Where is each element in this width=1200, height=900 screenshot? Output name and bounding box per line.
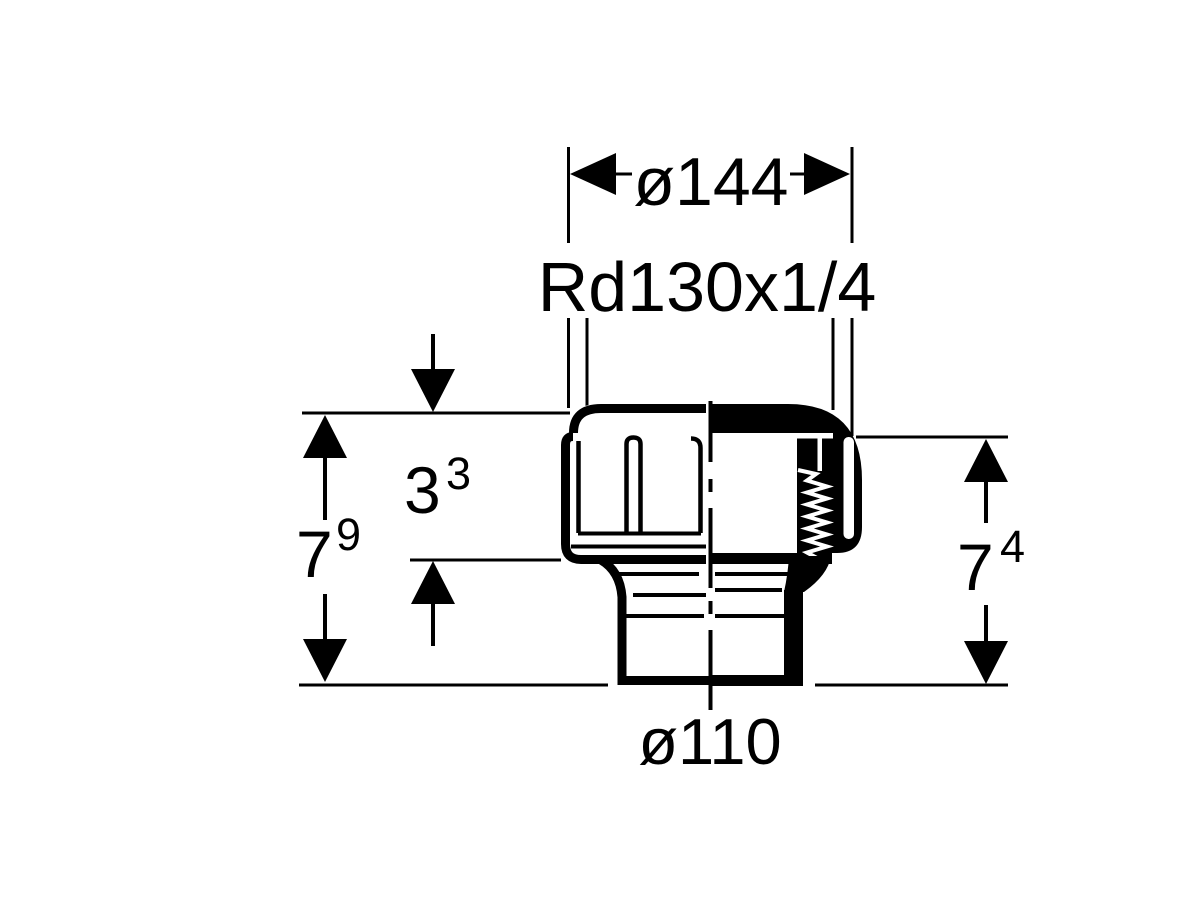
cap-right-skirt-slot	[843, 437, 854, 539]
label-top-diameter: ø144	[634, 144, 789, 220]
arrow-down-icon	[964, 641, 1008, 684]
cap-right-cavity	[712, 433, 797, 553]
dimension-top-diameter	[567, 147, 854, 436]
dimension-helper-lines	[299, 411, 1008, 687]
arrow-up-icon	[411, 561, 455, 604]
arrow-down-icon	[303, 639, 347, 682]
dimension-cap-height: 3 3	[404, 334, 471, 646]
arrow-up-icon	[303, 415, 347, 458]
spigot-right-bottom	[712, 675, 803, 686]
dimension-right-height: 7 4	[957, 439, 1025, 684]
spigot-left-detail-lines	[613, 572, 706, 618]
arrow-down-icon	[411, 369, 455, 412]
arrow-right-icon	[804, 153, 850, 195]
cap-left-rib	[624, 435, 643, 534]
fitting-left-section	[561, 404, 712, 685]
dimension-overall-height: 7 9	[296, 415, 361, 682]
cap-left-inner-wall-right	[690, 436, 703, 533]
cap-right-top-gap	[712, 433, 833, 439]
seal-tab-gap	[817, 435, 822, 471]
label-cap-height: 3 3	[404, 448, 471, 527]
arrow-left-icon	[570, 153, 616, 195]
label-bottom-diameter: ø110	[638, 705, 781, 778]
spigot-right-neck	[784, 556, 831, 592]
thread-zigzag	[797, 468, 834, 560]
thread-label-group	[585, 318, 835, 410]
spigot-right-wall	[784, 590, 803, 686]
spigot-right-detail-lines	[715, 572, 790, 618]
label-overall-height: 7 9	[296, 509, 361, 591]
spigot-left-outline	[598, 556, 712, 685]
fitting-right-section	[712, 404, 862, 686]
arrow-up-icon	[964, 439, 1008, 482]
cap-left-outline	[561, 404, 706, 564]
label-thread: Rd130x1/4	[538, 248, 877, 326]
cap-left-silhouette	[561, 404, 706, 564]
label-right-height: 7 4	[957, 521, 1025, 604]
